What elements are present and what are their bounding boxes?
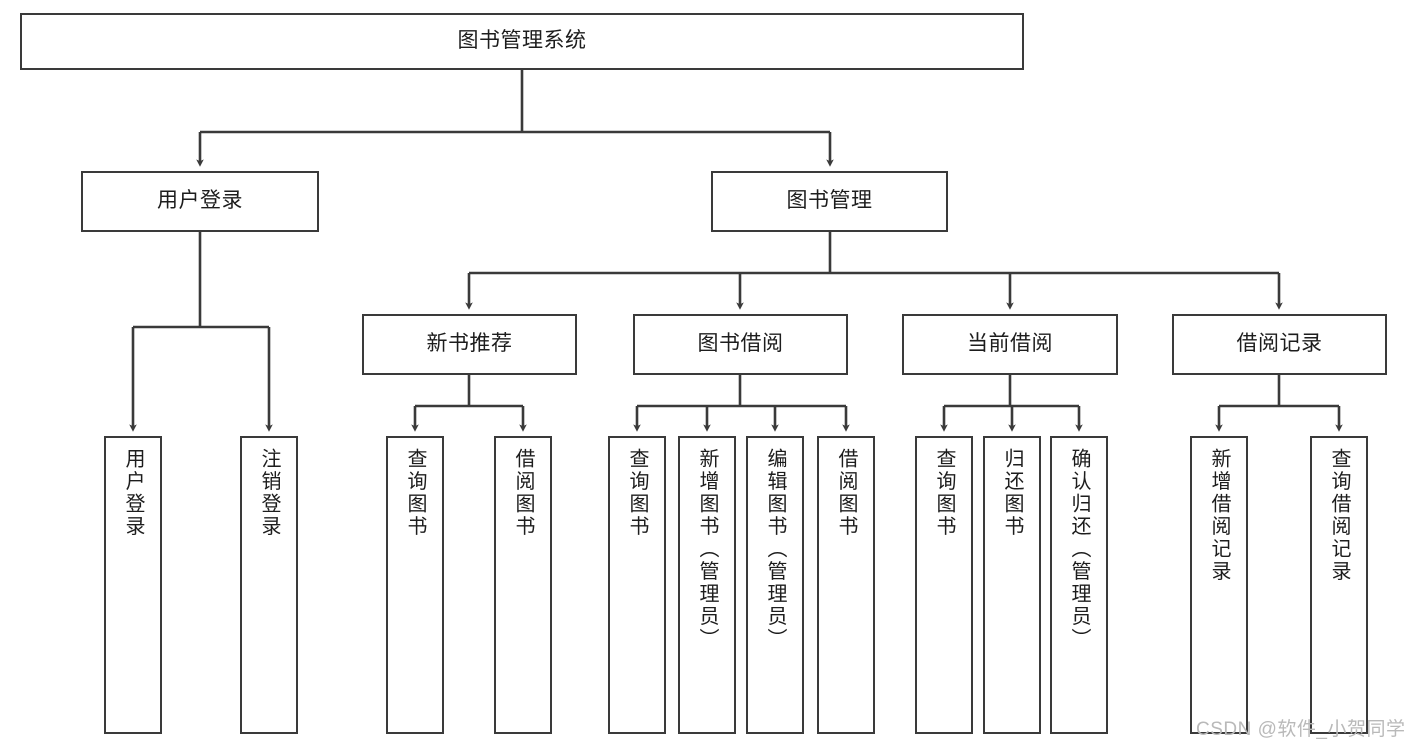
node-label: 新增借阅记录 [1208,448,1230,583]
leaf-current-query-book[interactable]: 查询图书 [915,436,973,734]
node-label: 当前借阅 [967,332,1053,356]
leaf-user-logout[interactable]: 注销登录 [240,436,298,734]
node-label: 借阅记录 [1236,332,1323,356]
node-book-borrow[interactable]: 图书借阅 [633,314,848,375]
leaf-borrow-add-book-admin[interactable]: 新增图书（管理员） [678,436,736,734]
node-label: 新增图书（管理员） [696,448,718,651]
node-label: 新书推荐 [426,332,513,356]
node-new-book-recommend[interactable]: 新书推荐 [362,314,577,375]
node-label: 编辑图书（管理员） [764,448,786,651]
leaf-current-confirm-return-admin[interactable]: 确认归还（管理员） [1050,436,1108,734]
node-label: 用户登录 [157,189,243,213]
node-current-borrow[interactable]: 当前借阅 [902,314,1118,375]
node-label: 查询借阅记录 [1328,448,1350,583]
leaf-borrow-edit-book-admin[interactable]: 编辑图书（管理员） [746,436,804,734]
node-root-system[interactable]: 图书管理系统 [20,13,1024,70]
node-label: 查询图书 [626,448,648,538]
leaf-record-add-record[interactable]: 新增借阅记录 [1190,436,1248,734]
leaf-newbook-borrow-book[interactable]: 借阅图书 [494,436,552,734]
leaf-newbook-query-book[interactable]: 查询图书 [386,436,444,734]
leaf-current-return-book[interactable]: 归还图书 [983,436,1041,734]
leaf-borrow-query-book[interactable]: 查询图书 [608,436,666,734]
node-borrow-record[interactable]: 借阅记录 [1172,314,1387,375]
leaf-borrow-borrow-book[interactable]: 借阅图书 [817,436,875,734]
node-label: 查询图书 [933,448,955,538]
csdn-watermark: CSDN @软件_小贺同学 [1196,719,1405,740]
node-user-login[interactable]: 用户登录 [81,171,319,232]
node-label: 图书借阅 [697,332,784,356]
leaf-user-login[interactable]: 用户登录 [104,436,162,734]
node-label: 注销登录 [258,448,280,538]
node-book-management[interactable]: 图书管理 [711,171,948,232]
node-label: 图书管理系统 [457,29,587,53]
node-label: 查询图书 [404,448,426,538]
node-label: 借阅图书 [835,448,857,538]
node-label: 借阅图书 [512,448,534,538]
node-label: 用户登录 [122,448,144,538]
node-label: 图书管理 [786,189,873,213]
node-label: 归还图书 [1001,448,1023,538]
node-label: 确认归还（管理员） [1068,448,1090,651]
leaf-record-query-record[interactable]: 查询借阅记录 [1310,436,1368,734]
